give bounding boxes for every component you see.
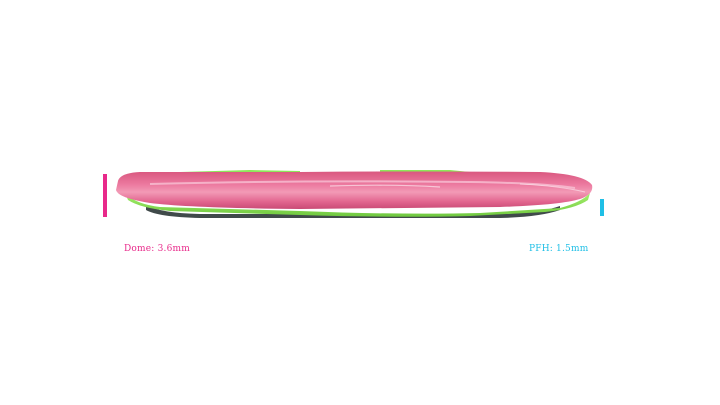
disc-green-rim — [125, 193, 590, 217]
pfh-measurement-label: PFH: 1.5mm — [529, 244, 589, 254]
pfh-height-marker — [600, 199, 604, 216]
dome-measurement-label: Dome: 3.6mm — [124, 244, 190, 254]
dome-height-marker — [103, 174, 107, 217]
disc-pink-top — [116, 171, 593, 209]
